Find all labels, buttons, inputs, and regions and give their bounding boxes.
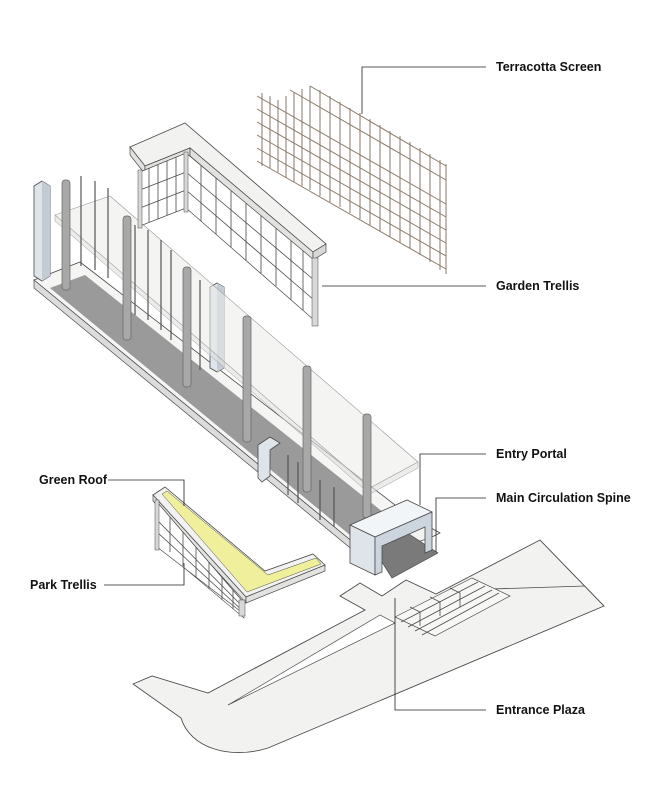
garden-trellis [129, 122, 327, 327]
label-text-green-roof: Green Roof [39, 473, 108, 487]
label-text-main-circulation-spine: Main Circulation Spine [496, 491, 631, 505]
label-park-trellis: Park Trellis [30, 563, 185, 592]
label-terracotta-screen: Terracotta Screen [361, 60, 601, 114]
label-text-park-trellis: Park Trellis [30, 578, 97, 592]
entrance-steps [394, 577, 511, 637]
label-text-entry-portal: Entry Portal [496, 447, 567, 461]
label-entrance-plaza: Entrance Plaza [394, 598, 586, 717]
spine-columns [61, 179, 372, 519]
park-trellis-and-green-roof [152, 486, 326, 619]
entry-portal [349, 499, 433, 576]
label-text-entrance-plaza: Entrance Plaza [496, 703, 586, 717]
label-green-roof: Green Roof [39, 473, 185, 506]
label-text-terracotta-screen: Terracotta Screen [496, 60, 601, 74]
spine-canopy [54, 195, 419, 495]
label-entry-portal: Entry Portal [419, 447, 567, 505]
label-text-garden-trellis: Garden Trellis [496, 279, 579, 293]
trellis-posts [80, 176, 335, 527]
terracotta-screen [256, 85, 447, 274]
label-main-circulation-spine: Main Circulation Spine [435, 491, 631, 552]
label-garden-trellis: Garden Trellis [322, 279, 579, 293]
